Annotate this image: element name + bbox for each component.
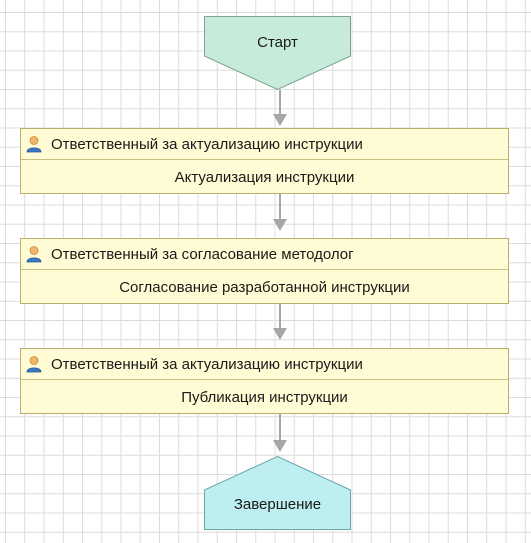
task-node-3-action: Публикация инструкции — [181, 388, 348, 406]
task-node-3-header: Ответственный за актуализацию инструкции — [21, 349, 508, 380]
task-node-3-responsible: Ответственный за актуализацию инструкции — [51, 355, 363, 373]
task-node-2-action: Согласование разработанной инструкции — [119, 278, 410, 296]
connector-start-task1 — [279, 90, 281, 116]
end-node[interactable]: Завершение — [204, 455, 351, 530]
arrowhead-icon — [273, 114, 287, 126]
user-icon — [25, 245, 43, 263]
connector-task3-end — [279, 414, 281, 441]
user-icon — [25, 135, 43, 153]
start-shape-outline — [204, 16, 351, 91]
arrowhead-icon — [273, 440, 287, 452]
task-node-3[interactable]: Ответственный за актуализацию инструкции… — [20, 348, 509, 414]
task-node-1[interactable]: Ответственный за актуализацию инструкции… — [20, 128, 509, 194]
start-node-label: Старт — [257, 34, 298, 51]
task-node-2-header: Ответственный за согласование методолог — [21, 239, 508, 270]
user-icon — [25, 355, 43, 373]
task-node-2[interactable]: Ответственный за согласование методолог … — [20, 238, 509, 304]
end-shape-outline — [204, 455, 351, 530]
end-node-label: Завершение — [233, 496, 322, 513]
start-node[interactable]: Старт — [204, 16, 351, 91]
task-node-1-header: Ответственный за актуализацию инструкции — [21, 129, 508, 160]
connector-task2-task3 — [279, 304, 281, 330]
task-node-1-responsible: Ответственный за актуализацию инструкции — [51, 135, 363, 153]
arrowhead-icon — [273, 219, 287, 231]
task-node-1-action: Актуализация инструкции — [174, 168, 355, 186]
connector-task1-task2 — [279, 194, 281, 221]
arrowhead-icon — [273, 328, 287, 340]
task-node-2-responsible: Ответственный за согласование методолог — [51, 245, 354, 263]
